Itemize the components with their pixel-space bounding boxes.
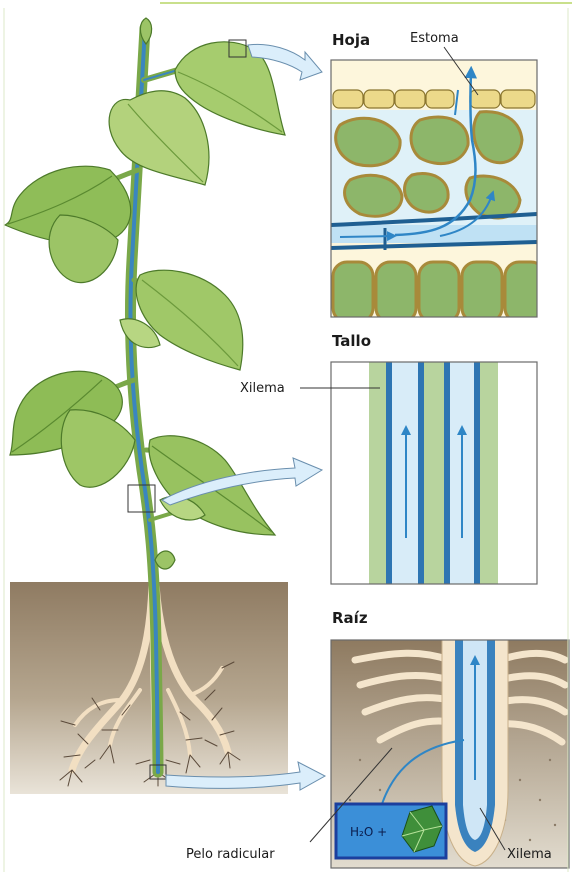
xylem-root-label: Xilema [507, 848, 552, 861]
water-label: H₂O + [350, 826, 387, 838]
xylem-stem-label: Xilema [240, 382, 285, 395]
stem-cross-section-panel [300, 362, 537, 584]
stoma-label: Estoma [410, 32, 459, 45]
leaf-cross-section-panel [331, 47, 545, 322]
root-hair-label: Pelo radicular [186, 848, 275, 861]
stem-title: Tallo [332, 334, 371, 349]
root-title: Raíz [332, 611, 368, 626]
root-cross-section-panel [310, 640, 569, 868]
leaf-title: Hoja [332, 33, 370, 48]
